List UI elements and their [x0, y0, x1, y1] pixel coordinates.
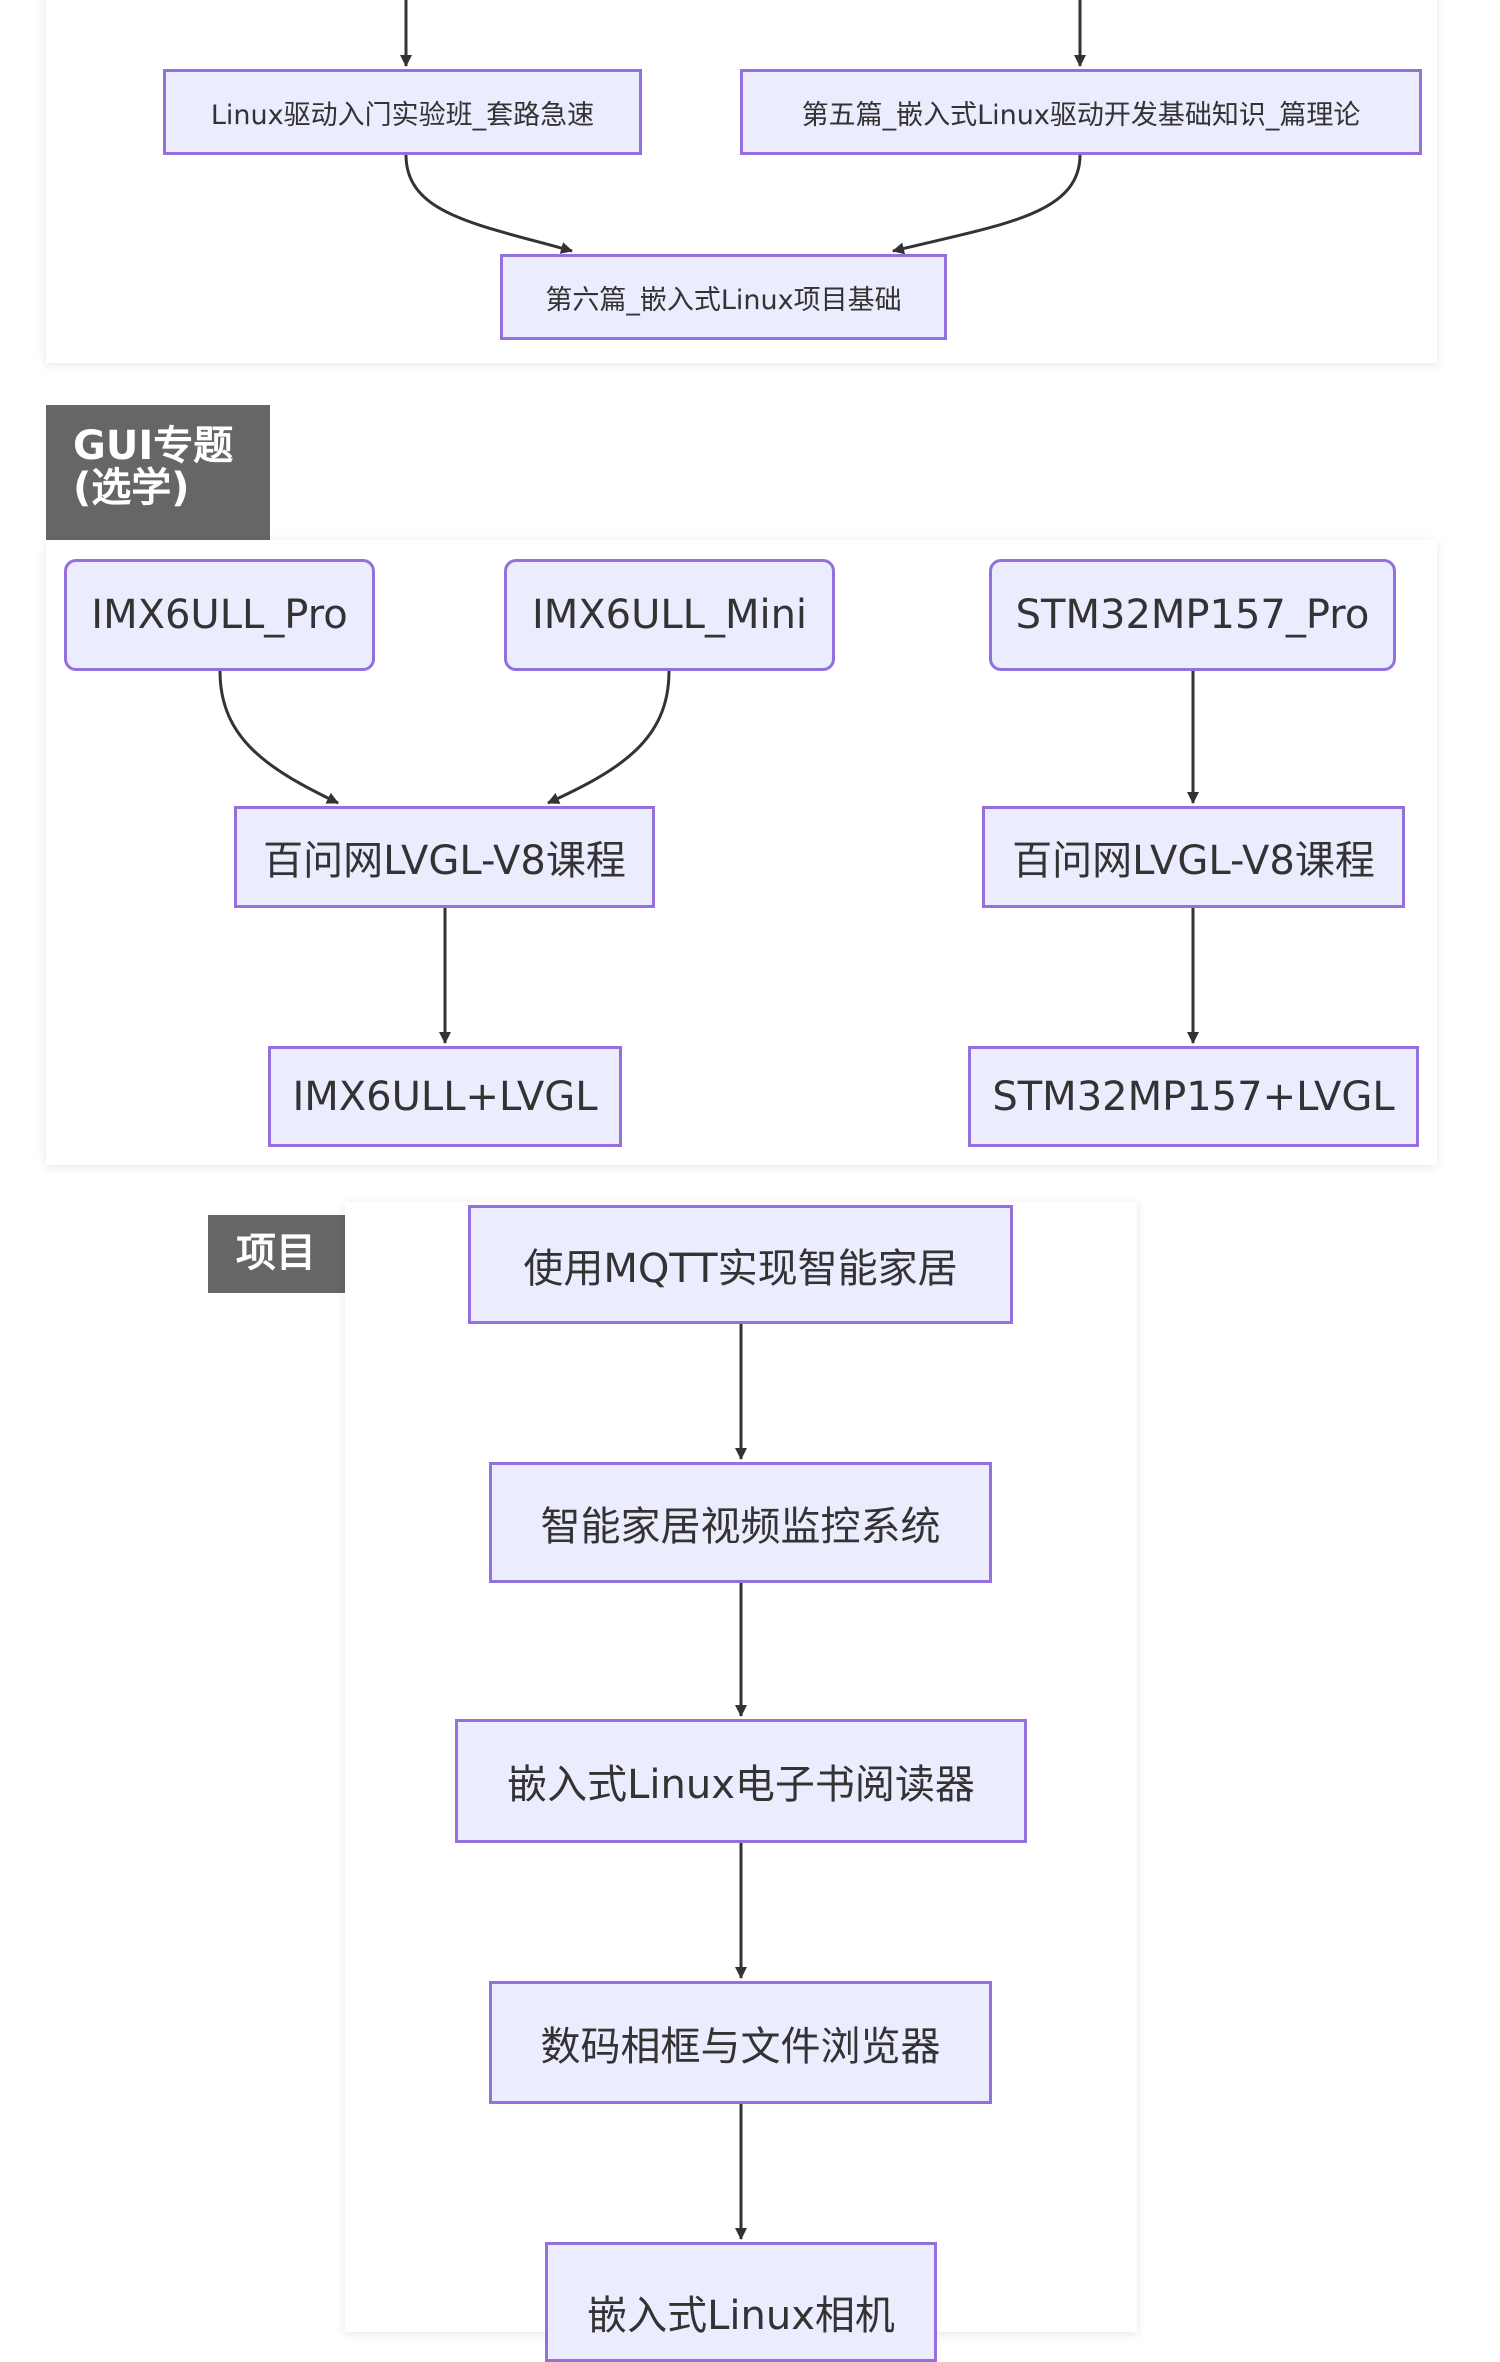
node-label: 第五篇_嵌入式Linux驱动开发基础知识_篇理论	[801, 99, 1361, 131]
projects-label-text: 项目	[236, 1230, 316, 1276]
node-lvgl-course-right[interactable]: 百问网LVGL-V8课程	[982, 806, 1405, 908]
node-linux-camera[interactable]: 嵌入式Linux相机	[545, 2242, 937, 2362]
gui-label-line2: (选学)	[73, 465, 190, 511]
node-label: 数码相框与文件浏览器	[540, 2023, 941, 2070]
node-label: 使用MQTT实现智能家居	[523, 1245, 958, 1292]
node-part5-driver-basics[interactable]: 第五篇_嵌入式Linux驱动开发基础知识_篇理论	[740, 69, 1422, 155]
node-mqtt-smart-home[interactable]: 使用MQTT实现智能家居	[468, 1205, 1013, 1324]
node-linux-driver-intro[interactable]: Linux驱动入门实验班_套路急速	[163, 69, 642, 155]
node-part6-project-basics[interactable]: 第六篇_嵌入式Linux项目基础	[500, 254, 947, 340]
node-label: Linux驱动入门实验班_套路急速	[210, 99, 595, 131]
projects-section-label: 项目	[208, 1215, 345, 1293]
node-stm32mp157-pro[interactable]: STM32MP157_Pro	[989, 559, 1396, 671]
gui-label-line1: GUI专题	[73, 423, 234, 469]
node-ebook-reader[interactable]: 嵌入式Linux电子书阅读器	[455, 1719, 1027, 1843]
gui-section-label: GUI专题 (选学)	[46, 405, 270, 540]
node-imx6ull-lvgl[interactable]: IMX6ULL+LVGL	[268, 1046, 622, 1147]
node-label: 嵌入式Linux电子书阅读器	[507, 1762, 975, 1808]
node-label: STM32MP157+LVGL	[992, 1073, 1395, 1120]
node-label: 百问网LVGL-V8课程	[1012, 838, 1375, 884]
node-video-surveillance[interactable]: 智能家居视频监控系统	[489, 1462, 992, 1583]
node-label: 智能家居视频监控系统	[540, 1503, 941, 1550]
node-label: 第六篇_嵌入式Linux项目基础	[545, 284, 902, 316]
node-photo-frame-browser[interactable]: 数码相框与文件浏览器	[489, 1981, 992, 2104]
node-label: 嵌入式Linux相机	[587, 2293, 895, 2339]
node-label: IMX6ULL+LVGL	[292, 1073, 598, 1120]
node-label: IMX6ULL_Pro	[91, 592, 348, 638]
node-label: IMX6ULL_Mini	[531, 592, 808, 638]
node-label: 百问网LVGL-V8课程	[263, 838, 626, 884]
node-lvgl-course-left[interactable]: 百问网LVGL-V8课程	[234, 806, 655, 908]
node-imx6ull-pro[interactable]: IMX6ULL_Pro	[64, 559, 375, 671]
node-imx6ull-mini[interactable]: IMX6ULL_Mini	[504, 559, 835, 671]
node-stm32mp157-lvgl[interactable]: STM32MP157+LVGL	[968, 1046, 1419, 1147]
node-label: STM32MP157_Pro	[1015, 592, 1370, 638]
